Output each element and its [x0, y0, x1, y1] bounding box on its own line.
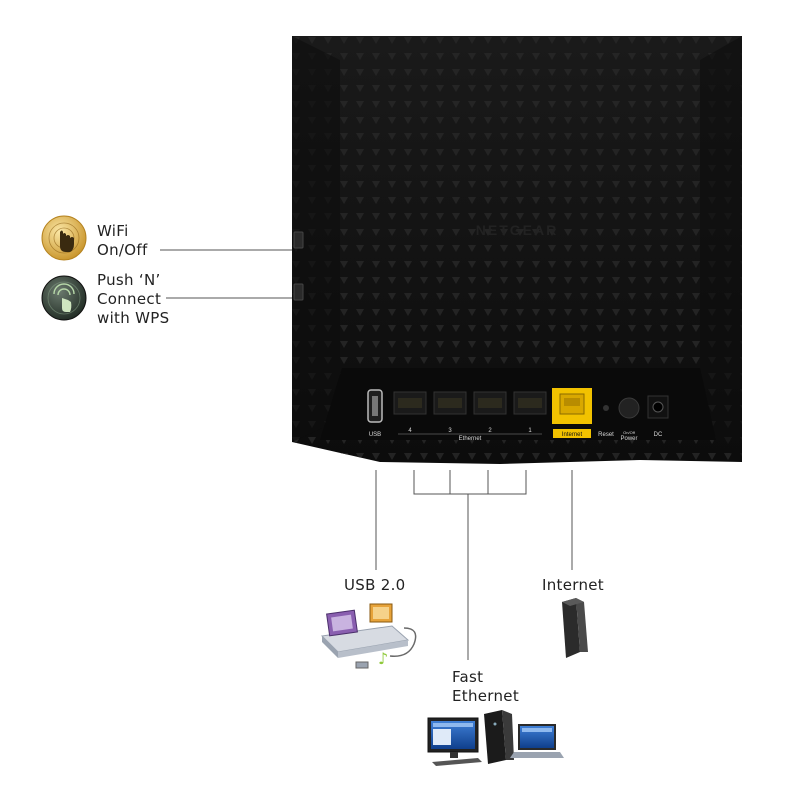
- wps-button[interactable]: [293, 283, 304, 301]
- wps-callout-label: Push ‘N’ Connect with WPS: [97, 271, 169, 328]
- router: NETGEAR USB 4 3: [292, 36, 742, 464]
- wps-push-icon: [41, 275, 87, 321]
- router-vent-pattern: [292, 36, 742, 464]
- internet-callout-label: Internet: [542, 576, 604, 594]
- wps-label-line1: Push ‘N’: [97, 271, 161, 289]
- wps-label-line3: with WPS: [97, 309, 170, 327]
- port-1-label: 1: [528, 428, 532, 434]
- ethernet-group-label: Ethernet: [459, 436, 482, 442]
- computers-icon: [427, 710, 564, 766]
- wifi-callout-label: WiFi On/Off: [97, 222, 148, 260]
- connector-lines: [160, 249, 573, 660]
- ethernet-ports: [393, 391, 547, 415]
- storage-media-icon: ♪: [320, 603, 417, 669]
- ethernet-label-line1: Fast: [452, 668, 484, 686]
- port-4-label: 4: [408, 428, 412, 434]
- wps-label-line2: Connect: [97, 290, 162, 308]
- router-brand: NETGEAR: [476, 222, 558, 238]
- ethernet-callout-label: Fast Ethernet: [452, 668, 519, 706]
- svg-text:♪: ♪: [378, 649, 388, 668]
- power-button[interactable]: [618, 397, 640, 419]
- port-2-label: 2: [488, 428, 492, 434]
- hand-press-icon: [41, 215, 87, 261]
- dc-label: DC: [654, 432, 663, 438]
- modem-icon: [562, 598, 588, 658]
- internet-port-label: Internet: [562, 432, 583, 438]
- power-label: Power: [620, 436, 637, 442]
- wifi-label-line1: WiFi: [97, 222, 129, 240]
- usb-callout-label: USB 2.0: [344, 576, 406, 594]
- wifi-label-line2: On/Off: [97, 241, 148, 259]
- onoff-label: On/Off: [623, 430, 636, 435]
- reset-button[interactable]: [603, 405, 609, 411]
- ethernet-bracket: [413, 470, 527, 495]
- port-3-label: 3: [448, 428, 452, 434]
- wifi-onoff-button[interactable]: [293, 231, 304, 249]
- usb-port-label: USB: [369, 432, 381, 438]
- reset-label: Reset: [598, 432, 614, 438]
- ethernet-label-line2: Ethernet: [452, 687, 520, 705]
